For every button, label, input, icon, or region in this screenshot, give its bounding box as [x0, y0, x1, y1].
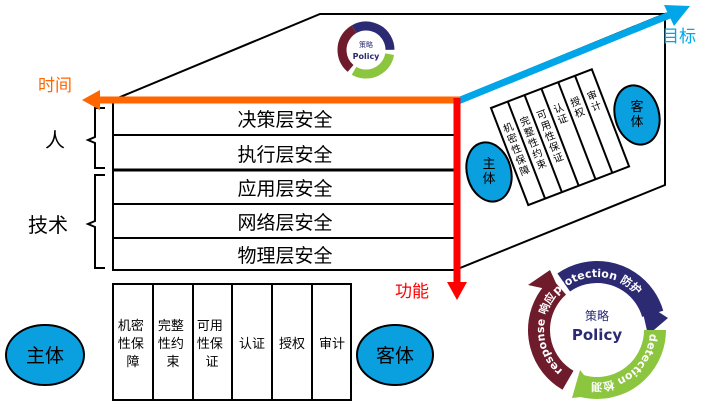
technology-label: 技术: [28, 213, 68, 237]
target-arrow: [456, 5, 690, 105]
object-label: 客体: [376, 345, 414, 367]
layer-stack: 决策层安全 执行层安全 应用层安全 网络层安全 物理层安全: [112, 99, 456, 271]
layer-decision: 决策层安全: [237, 109, 332, 131]
rotated-property-0: 机密性保障: [501, 120, 531, 179]
policy-center-cn: 策略: [585, 308, 609, 323]
policy-logo-small: 策略 Policy: [337, 21, 395, 79]
technology-brace: [85, 174, 105, 269]
rotated-subject: 主体: [465, 141, 513, 203]
policy-small-cn: 策略: [359, 40, 373, 49]
time-label: 时间: [38, 76, 72, 96]
rotated-property-1: 完整性约束: [518, 113, 548, 172]
object-ellipse: 客体: [356, 324, 434, 386]
people-label: 人: [45, 128, 65, 152]
function-label: 功能: [395, 282, 429, 302]
rotated-property-5: 审计: [585, 88, 603, 114]
rotated-subject-label: 主体: [482, 157, 495, 187]
property-integrity: 完整 性约 束: [158, 319, 188, 370]
policy-center-en: Policy: [572, 326, 622, 344]
subject-ellipse: 主体: [5, 324, 85, 386]
function-arrow: [447, 98, 467, 300]
property-availability: 可用 性保 证: [197, 319, 227, 370]
subject-label: 主体: [26, 345, 64, 367]
rotated-properties: 机密性保障 完整性约束 可用性保证 认证 授权 审计: [489, 68, 631, 207]
layer-execution: 执行层安全: [237, 144, 332, 166]
rotated-object: 客体: [613, 84, 661, 146]
policy-cycle-logo: protection 防护 detection 检测 response 响应 策…: [528, 261, 668, 399]
rotated-property-2: 可用性保证: [536, 109, 566, 166]
people-brace: [85, 107, 105, 169]
property-authorization: 授权: [279, 336, 305, 352]
target-label: 目标: [662, 27, 696, 47]
layer-application: 应用层安全: [237, 178, 332, 200]
property-audit: 审计: [319, 337, 345, 352]
layer-physical: 物理层安全: [237, 245, 332, 267]
properties-table: 机密 性保 障 完整 性约 束 可用 性保 证 认证 授权 审计: [112, 283, 352, 401]
layer-network: 网络层安全: [237, 212, 332, 234]
property-authentication: 认证: [239, 337, 265, 352]
policy-small-en: Policy: [353, 52, 381, 61]
rotated-property-4: 授权: [568, 94, 586, 120]
rotated-object-label: 客体: [630, 99, 643, 130]
rotated-property-3: 认证: [552, 100, 570, 126]
property-confidentiality: 机密 性保 障: [118, 318, 148, 370]
time-arrow: [82, 90, 460, 110]
